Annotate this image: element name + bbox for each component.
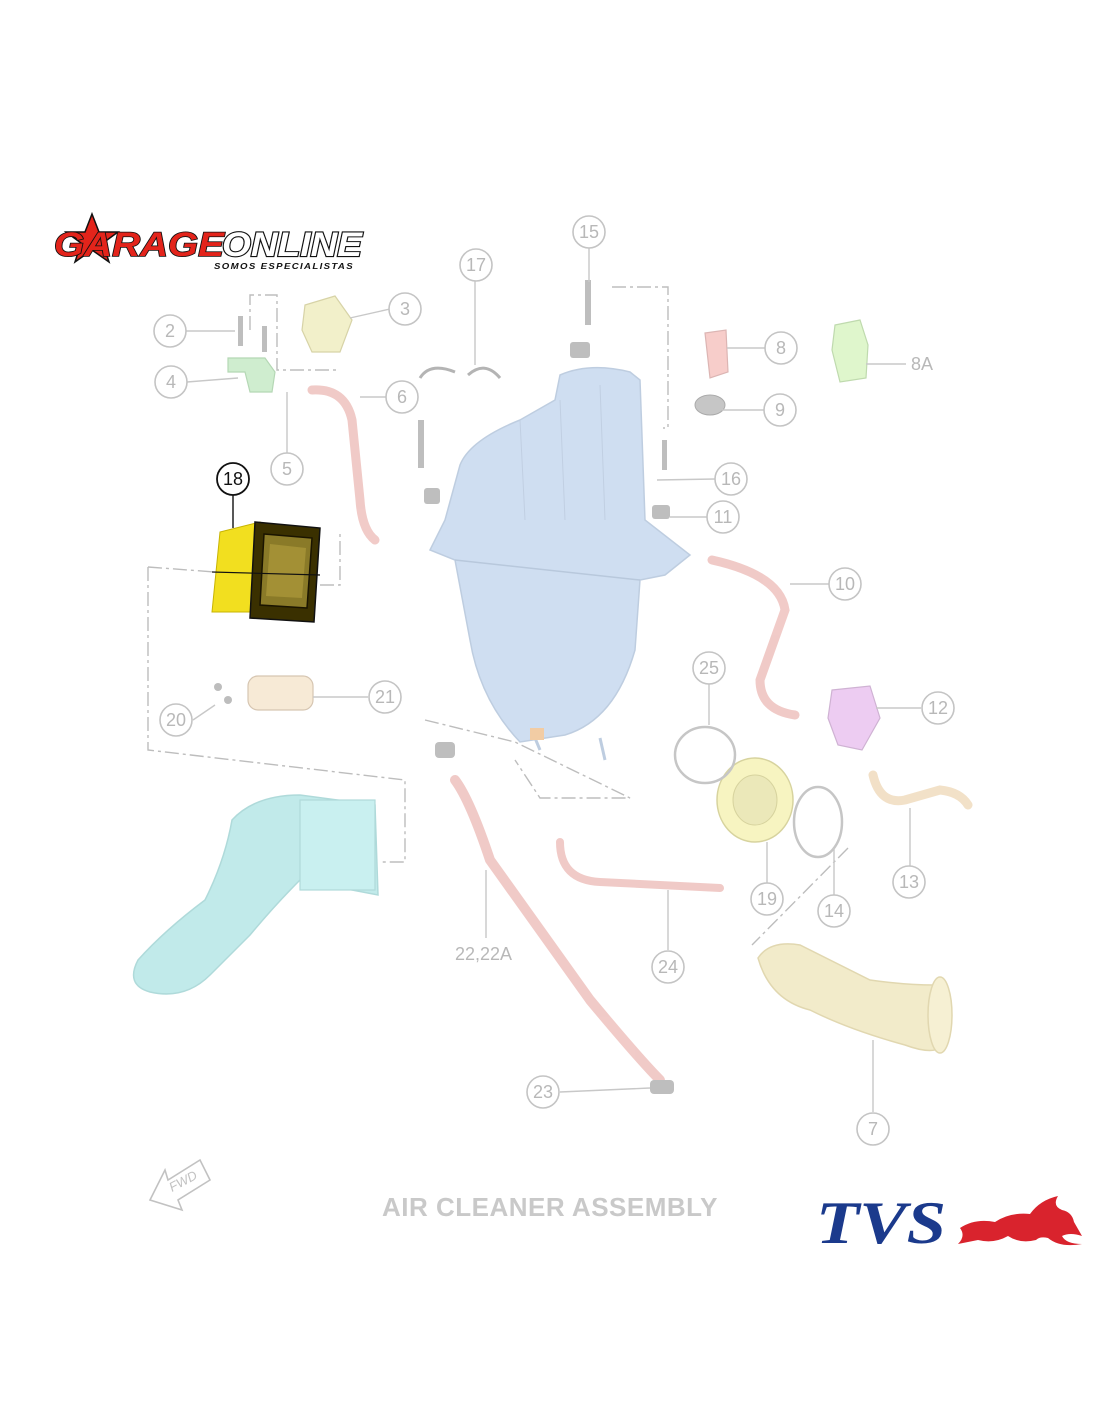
intake-boot bbox=[757, 943, 949, 1052]
callout-4: 4 bbox=[154, 365, 188, 399]
clamp-25 bbox=[673, 725, 737, 785]
wire-clip-17 bbox=[418, 366, 502, 379]
hose-24 bbox=[556, 838, 724, 892]
svg-text:17: 17 bbox=[466, 255, 486, 275]
hose-10 bbox=[707, 555, 800, 720]
svg-text:3: 3 bbox=[400, 299, 410, 319]
svg-text:21: 21 bbox=[375, 687, 395, 707]
garage-tagline: SOMOS ESPECIALISTAS bbox=[214, 261, 354, 271]
hose-6 bbox=[307, 385, 380, 545]
callout-23: 23 bbox=[526, 1075, 560, 1109]
sensor-3 bbox=[301, 295, 353, 353]
sensor-21 bbox=[247, 675, 314, 711]
leader-lines bbox=[186, 248, 921, 1112]
callout-13: 13 bbox=[892, 865, 926, 899]
tvs-horse-icon bbox=[958, 1196, 1082, 1246]
svg-text:13: 13 bbox=[899, 872, 919, 892]
svg-text:24: 24 bbox=[658, 957, 678, 977]
svg-text:11: 11 bbox=[714, 507, 733, 527]
svg-text:18: 18 bbox=[223, 469, 243, 489]
air-box-housing bbox=[428, 366, 692, 761]
callout-25: 25 bbox=[692, 651, 726, 685]
callout-3: 3 bbox=[388, 292, 422, 326]
callout-17: 17 bbox=[459, 248, 493, 282]
breather-8a bbox=[831, 319, 869, 383]
callout-7: 7 bbox=[856, 1112, 890, 1146]
callout-21: 21 bbox=[368, 680, 402, 714]
svg-text:23: 23 bbox=[533, 1082, 553, 1102]
callout-20: 20 bbox=[159, 703, 193, 737]
tvs-logo: TVS bbox=[816, 1190, 1082, 1256]
tvs-word: TVS bbox=[816, 1190, 946, 1256]
fwd-arrow-icon: FWD bbox=[148, 1158, 212, 1212]
callout-9: 9 bbox=[763, 393, 797, 427]
callouts: 2 3 4 5 6 8 9 10 11 12 13 14 15 16 17 18… bbox=[153, 215, 955, 1146]
callout-2: 2 bbox=[153, 314, 187, 348]
callout-10: 10 bbox=[828, 567, 862, 601]
online-word: ONLINE bbox=[222, 226, 363, 264]
svg-text:2: 2 bbox=[165, 321, 175, 341]
svg-text:16: 16 bbox=[721, 469, 741, 489]
garage-word: GARAGE bbox=[54, 226, 226, 264]
label-22-22a: 22,22A bbox=[455, 944, 512, 964]
svg-text:19: 19 bbox=[757, 889, 777, 909]
faded-parts bbox=[132, 280, 973, 1094]
callout-8: 8 bbox=[764, 331, 798, 365]
valve-8 bbox=[704, 329, 729, 379]
svg-text:7: 7 bbox=[868, 1119, 878, 1139]
callout-16: 16 bbox=[714, 462, 748, 496]
garage-star-icon bbox=[63, 211, 121, 264]
svg-text:6: 6 bbox=[397, 387, 407, 407]
callout-5: 5 bbox=[270, 452, 304, 486]
callout-11: 11 bbox=[706, 500, 740, 534]
svg-text:20: 20 bbox=[166, 710, 186, 730]
callout-14: 14 bbox=[817, 894, 851, 928]
svg-text:8: 8 bbox=[776, 338, 786, 358]
grommet-9 bbox=[694, 394, 726, 416]
callout-19: 19 bbox=[750, 882, 784, 916]
svg-text:15: 15 bbox=[579, 222, 599, 242]
svg-text:9: 9 bbox=[775, 400, 785, 420]
garage-online-logo: GARAGE ONLINE SOMOS ESPECIALISTAS bbox=[53, 211, 365, 271]
svg-text:12: 12 bbox=[928, 698, 948, 718]
label-8a: 8A bbox=[911, 354, 933, 374]
valve-12 bbox=[827, 685, 881, 751]
svg-text:25: 25 bbox=[699, 658, 719, 678]
callout-15: 15 bbox=[572, 215, 606, 249]
svg-text:5: 5 bbox=[282, 459, 292, 479]
group-outlines bbox=[147, 286, 849, 946]
callout-18-highlighted: 18 bbox=[216, 462, 250, 496]
air-filter-18 bbox=[211, 521, 321, 623]
svg-text:10: 10 bbox=[835, 574, 855, 594]
hose-13 bbox=[868, 770, 973, 810]
callout-6: 6 bbox=[385, 380, 419, 414]
callout-12: 12 bbox=[921, 691, 955, 725]
svg-text:14: 14 bbox=[824, 901, 844, 921]
diagram-title: AIR CLEANER ASSEMBLY bbox=[382, 1192, 718, 1222]
callout-24: 24 bbox=[651, 950, 685, 984]
bracket-4 bbox=[227, 357, 276, 393]
clamp-14 bbox=[792, 785, 844, 859]
svg-text:4: 4 bbox=[166, 372, 176, 392]
hose-22 bbox=[450, 775, 665, 1085]
